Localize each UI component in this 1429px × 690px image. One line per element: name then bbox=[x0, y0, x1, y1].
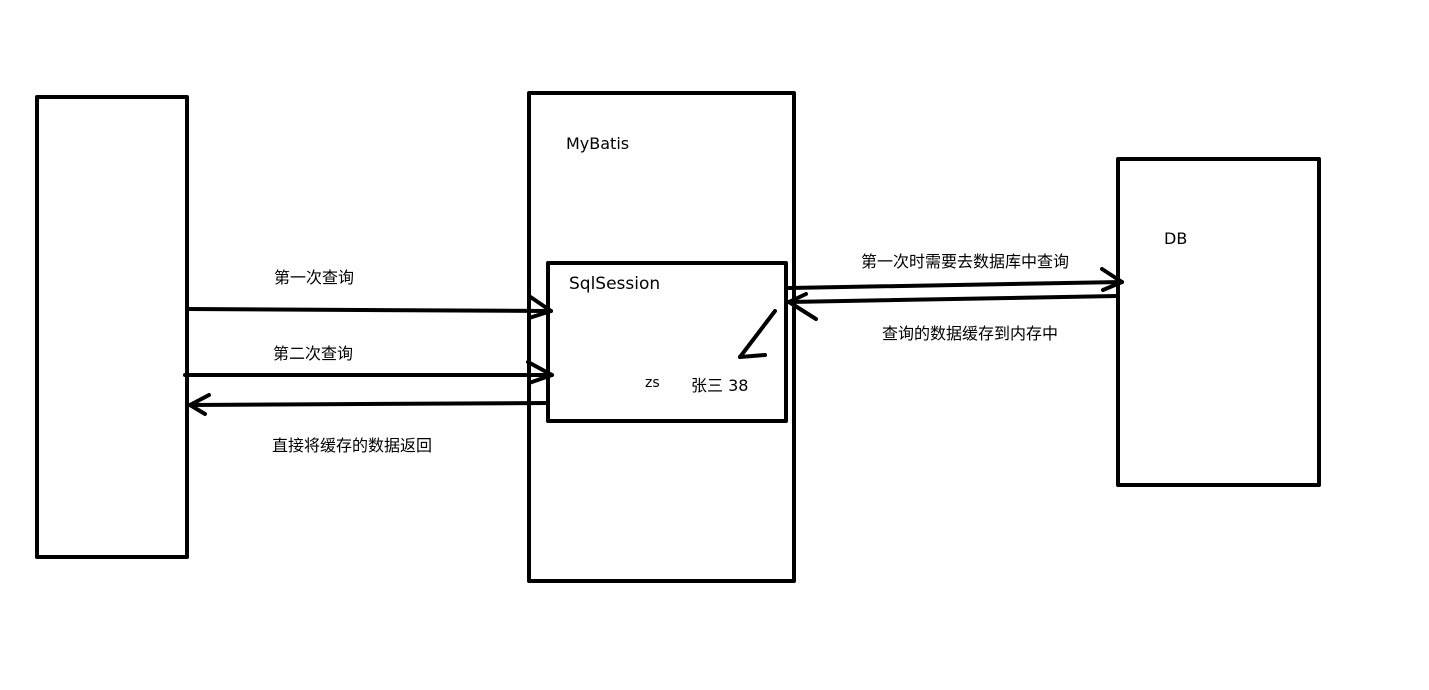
return-cached-arrow bbox=[188, 393, 550, 416]
first-query-arrow bbox=[185, 294, 553, 320]
db-box bbox=[1116, 157, 1321, 487]
sqlsession-box bbox=[546, 261, 788, 423]
second-query-label: 第二次查询 bbox=[273, 344, 354, 363]
client-box bbox=[35, 95, 189, 559]
db-label: DB bbox=[1164, 229, 1188, 248]
cache-key-label: zs bbox=[645, 375, 660, 391]
db-query-label: 第一次时需要去数据库中查询 bbox=[861, 252, 1070, 271]
cache-value-label: 张三 38 bbox=[691, 376, 749, 395]
mybatis-label: MyBatis bbox=[566, 134, 630, 153]
first-query-label: 第一次查询 bbox=[274, 268, 355, 287]
cache-to-memory-label: 查询的数据缓存到内存中 bbox=[882, 324, 1059, 343]
db-query-arrow bbox=[787, 267, 1124, 292]
sqlsession-label: SqlSession bbox=[569, 274, 661, 294]
cache-store-arrow bbox=[738, 309, 777, 359]
return-cached-label: 直接将缓存的数据返回 bbox=[272, 436, 433, 455]
db-result-arrow bbox=[787, 292, 1119, 321]
second-query-arrow bbox=[183, 360, 554, 385]
mybatis-box bbox=[527, 91, 796, 583]
